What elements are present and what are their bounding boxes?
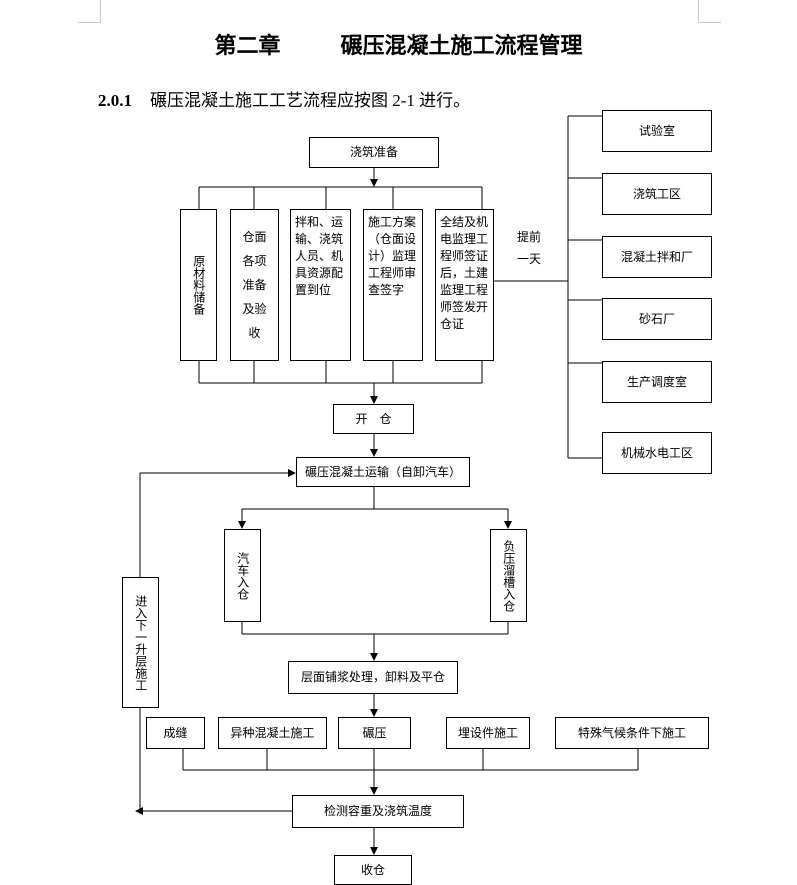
close-deck-box: 收仓 (334, 855, 412, 885)
dept-aggregate-plant-box: 砂石厂 (602, 298, 712, 340)
section-paragraph: 2.0.1 碾压混凝土施工工艺流程应按图 2-1 进行。 (98, 86, 470, 111)
prep-certificate-text: 全结及机电监理工程师签证后，土建监理工程师签发开仓证 (440, 215, 489, 331)
section-text: 碾压混凝土施工工艺流程应按图 2-1 进行。 (150, 91, 471, 110)
pour-preparation-box: 浇筑准备 (309, 137, 439, 168)
advance-label-line2: 一天 (516, 252, 541, 266)
truck-entry-text: 汽车入仓 (235, 551, 250, 600)
chapter-name: 碾压混凝土施工流程管理 (340, 33, 583, 59)
process-roller-box: 碾压 (338, 717, 411, 749)
process-embedded-box: 埋设件施工 (446, 717, 530, 749)
chapter-number: 第二章 (214, 33, 281, 59)
next-layer-box: 进入下一升层施工 (122, 577, 159, 708)
dept-mechanical-box: 机械水电工区 (602, 432, 712, 474)
prep-deck-line: 收 (248, 326, 261, 340)
prep-plan-box: 施工方案（仓面设计）监理工程师审查签字 (363, 209, 423, 361)
process-dissimilar-box: 异种混凝土施工 (218, 717, 327, 749)
section-number: 2.0.1 (98, 91, 132, 110)
dept-lab-box: 试验室 (602, 110, 712, 152)
page-corner-mark (78, 0, 101, 23)
chute-entry-text: 负压溜槽入仓 (501, 539, 516, 612)
prep-deck-line: 各项 (242, 254, 267, 268)
check-box: 检测容重及浇筑温度 (292, 795, 464, 828)
next-layer-text: 进入下一升层施工 (133, 594, 148, 691)
dept-pour-zone-box: 浇筑工区 (602, 173, 712, 215)
prep-resources-text: 拌和、运输、浇筑人员、机具资源配置到位 (295, 215, 344, 297)
prep-deck-line: 准备 (242, 278, 267, 292)
advance-label: 提前 一天 (506, 226, 552, 270)
prep-materials-box: 原材料储备 (180, 209, 217, 361)
prep-plan-text: 施工方案（仓面设计）监理工程师审查签字 (368, 215, 417, 297)
chapter-title: 第二章 碾压混凝土施工流程管理 (0, 28, 797, 60)
page-corner-mark (698, 0, 721, 23)
truck-entry-box: 汽车入仓 (224, 529, 261, 622)
spread-box: 层面铺浆处理，卸料及平仓 (288, 661, 458, 694)
process-joint-box: 成缝 (146, 717, 205, 749)
advance-label-line1: 提前 (516, 230, 541, 244)
dept-dispatch-box: 生产调度室 (602, 361, 712, 403)
chute-entry-box: 负压溜槽入仓 (490, 529, 527, 622)
prep-resources-box: 拌和、运输、浇筑人员、机具资源配置到位 (290, 209, 351, 361)
dept-mixing-plant-box: 混凝土拌和厂 (602, 236, 712, 278)
transport-box: 碾压混凝土运输（自卸汽车） (296, 457, 470, 487)
prep-deck-line: 仓面 (242, 230, 267, 244)
open-deck-box: 开 仓 (333, 404, 414, 434)
prep-deck-line: 及验 (242, 302, 267, 316)
prep-certificate-box: 全结及机电监理工程师签证后，土建监理工程师签发开仓证 (435, 209, 494, 361)
prep-deck-box: 仓面 各项 准备 及验 收 (230, 209, 279, 361)
prep-materials-text: 原材料储备 (191, 255, 206, 315)
process-weather-box: 特殊气候条件下施工 (555, 717, 709, 749)
